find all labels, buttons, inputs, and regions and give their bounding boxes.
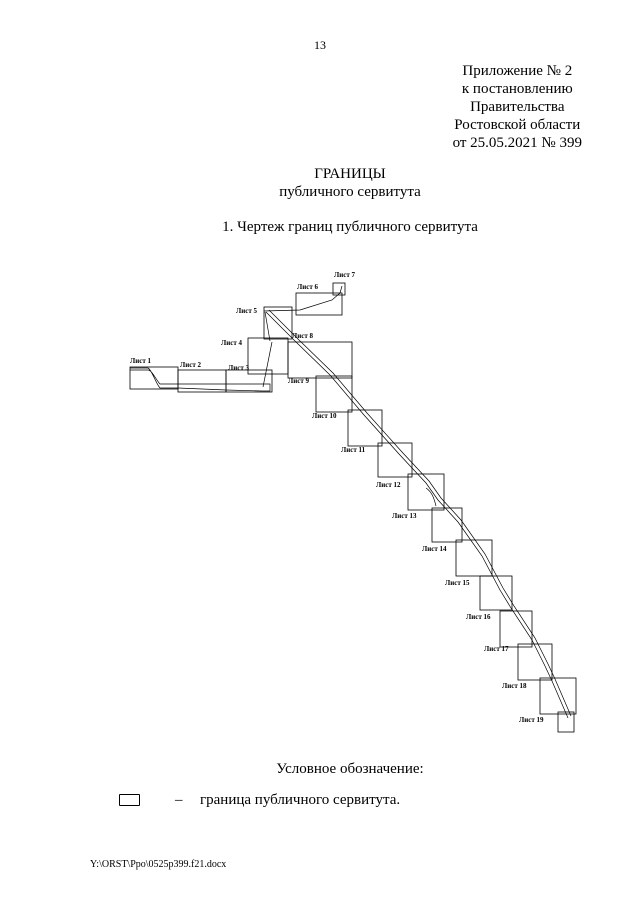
document-title: ГРАНИЦЫ [314, 166, 386, 182]
appendix-block: Приложение № 2 к постановлению Правитель… [453, 62, 582, 152]
sheet-label-19: Лист 19 [519, 716, 544, 724]
route-kink [425, 487, 437, 507]
sheet-frame-6 [295, 292, 343, 316]
footer-file-path: Y:\ORST\Ppo\0525p399.f21.docx [90, 859, 227, 870]
route-connector-4-5 [264, 311, 271, 342]
page-number: 13 [314, 38, 326, 52]
sheet-label-1: Лист 1 [130, 357, 152, 365]
sheet-frame-7 [332, 282, 346, 296]
route-main-line-offset [268, 309, 572, 717]
document-subtitle: публичного сервитута [279, 184, 421, 200]
legend-boundary-symbol [119, 794, 140, 806]
sheet-frame-5 [263, 306, 293, 340]
sheet-frame-14 [455, 539, 493, 577]
sheet-frame-13 [431, 507, 463, 543]
sheet-label-9: Лист 9 [288, 377, 310, 385]
sheet-label-16: Лист 16 [466, 613, 491, 621]
sheet-frame-3 [225, 369, 273, 393]
legend-dash: – [175, 792, 183, 808]
sheet-label-15: Лист 15 [445, 579, 470, 587]
appendix-line-5: от 25.05.2021 № 399 [452, 135, 582, 151]
sheet-frame-10 [347, 409, 383, 447]
sheet-label-3: Лист 3 [228, 364, 250, 372]
sheet-frame-18 [539, 677, 577, 715]
sheet-frame-9 [315, 375, 353, 413]
appendix-line-3: Правительства [470, 99, 565, 115]
sheet-label-7: Лист 7 [334, 271, 356, 279]
sheet-label-18: Лист 18 [502, 682, 527, 690]
sheet-label-5: Лист 5 [236, 307, 258, 315]
sheet-label-17: Лист 17 [484, 645, 509, 653]
sheet-label-13: Лист 13 [392, 512, 417, 520]
route-spur-north [263, 285, 343, 312]
sheet-label-2: Лист 2 [180, 361, 202, 369]
legend-title: Условное обозначение: [276, 761, 424, 777]
sheet-label-4: Лист 4 [221, 339, 243, 347]
sheet-frame-15 [479, 575, 513, 611]
appendix-line-2: к постановлению [461, 81, 573, 97]
sheet-label-14: Лист 14 [422, 545, 447, 553]
sheet-label-12: Лист 12 [376, 481, 401, 489]
sheet-label-6: Лист 6 [297, 283, 319, 291]
sheet-label-11: Лист 11 [341, 446, 366, 454]
sheet-frame-4 [247, 337, 289, 375]
sheet-frame-11 [377, 442, 413, 478]
section-heading: 1. Чертеж границ публичного сервитута [222, 219, 478, 235]
appendix-line-1: Приложение № 2 [462, 63, 573, 79]
sheet-frame-16 [499, 610, 533, 648]
sheet-frame-12 [407, 473, 445, 511]
route-connector-3-4 [262, 341, 273, 388]
sheet-frame-8 [287, 341, 353, 379]
sheet-label-10: Лист 10 [312, 412, 337, 420]
route-strip-west [130, 367, 271, 392]
route-main-line [265, 311, 569, 719]
appendix-line-4: Ростовской области [454, 117, 581, 133]
sheet-label-8: Лист 8 [292, 332, 314, 340]
sheet-frame-19 [557, 711, 575, 733]
sheet-frame-17 [517, 643, 553, 681]
legend-description: граница публичного сервитута. [200, 792, 401, 808]
